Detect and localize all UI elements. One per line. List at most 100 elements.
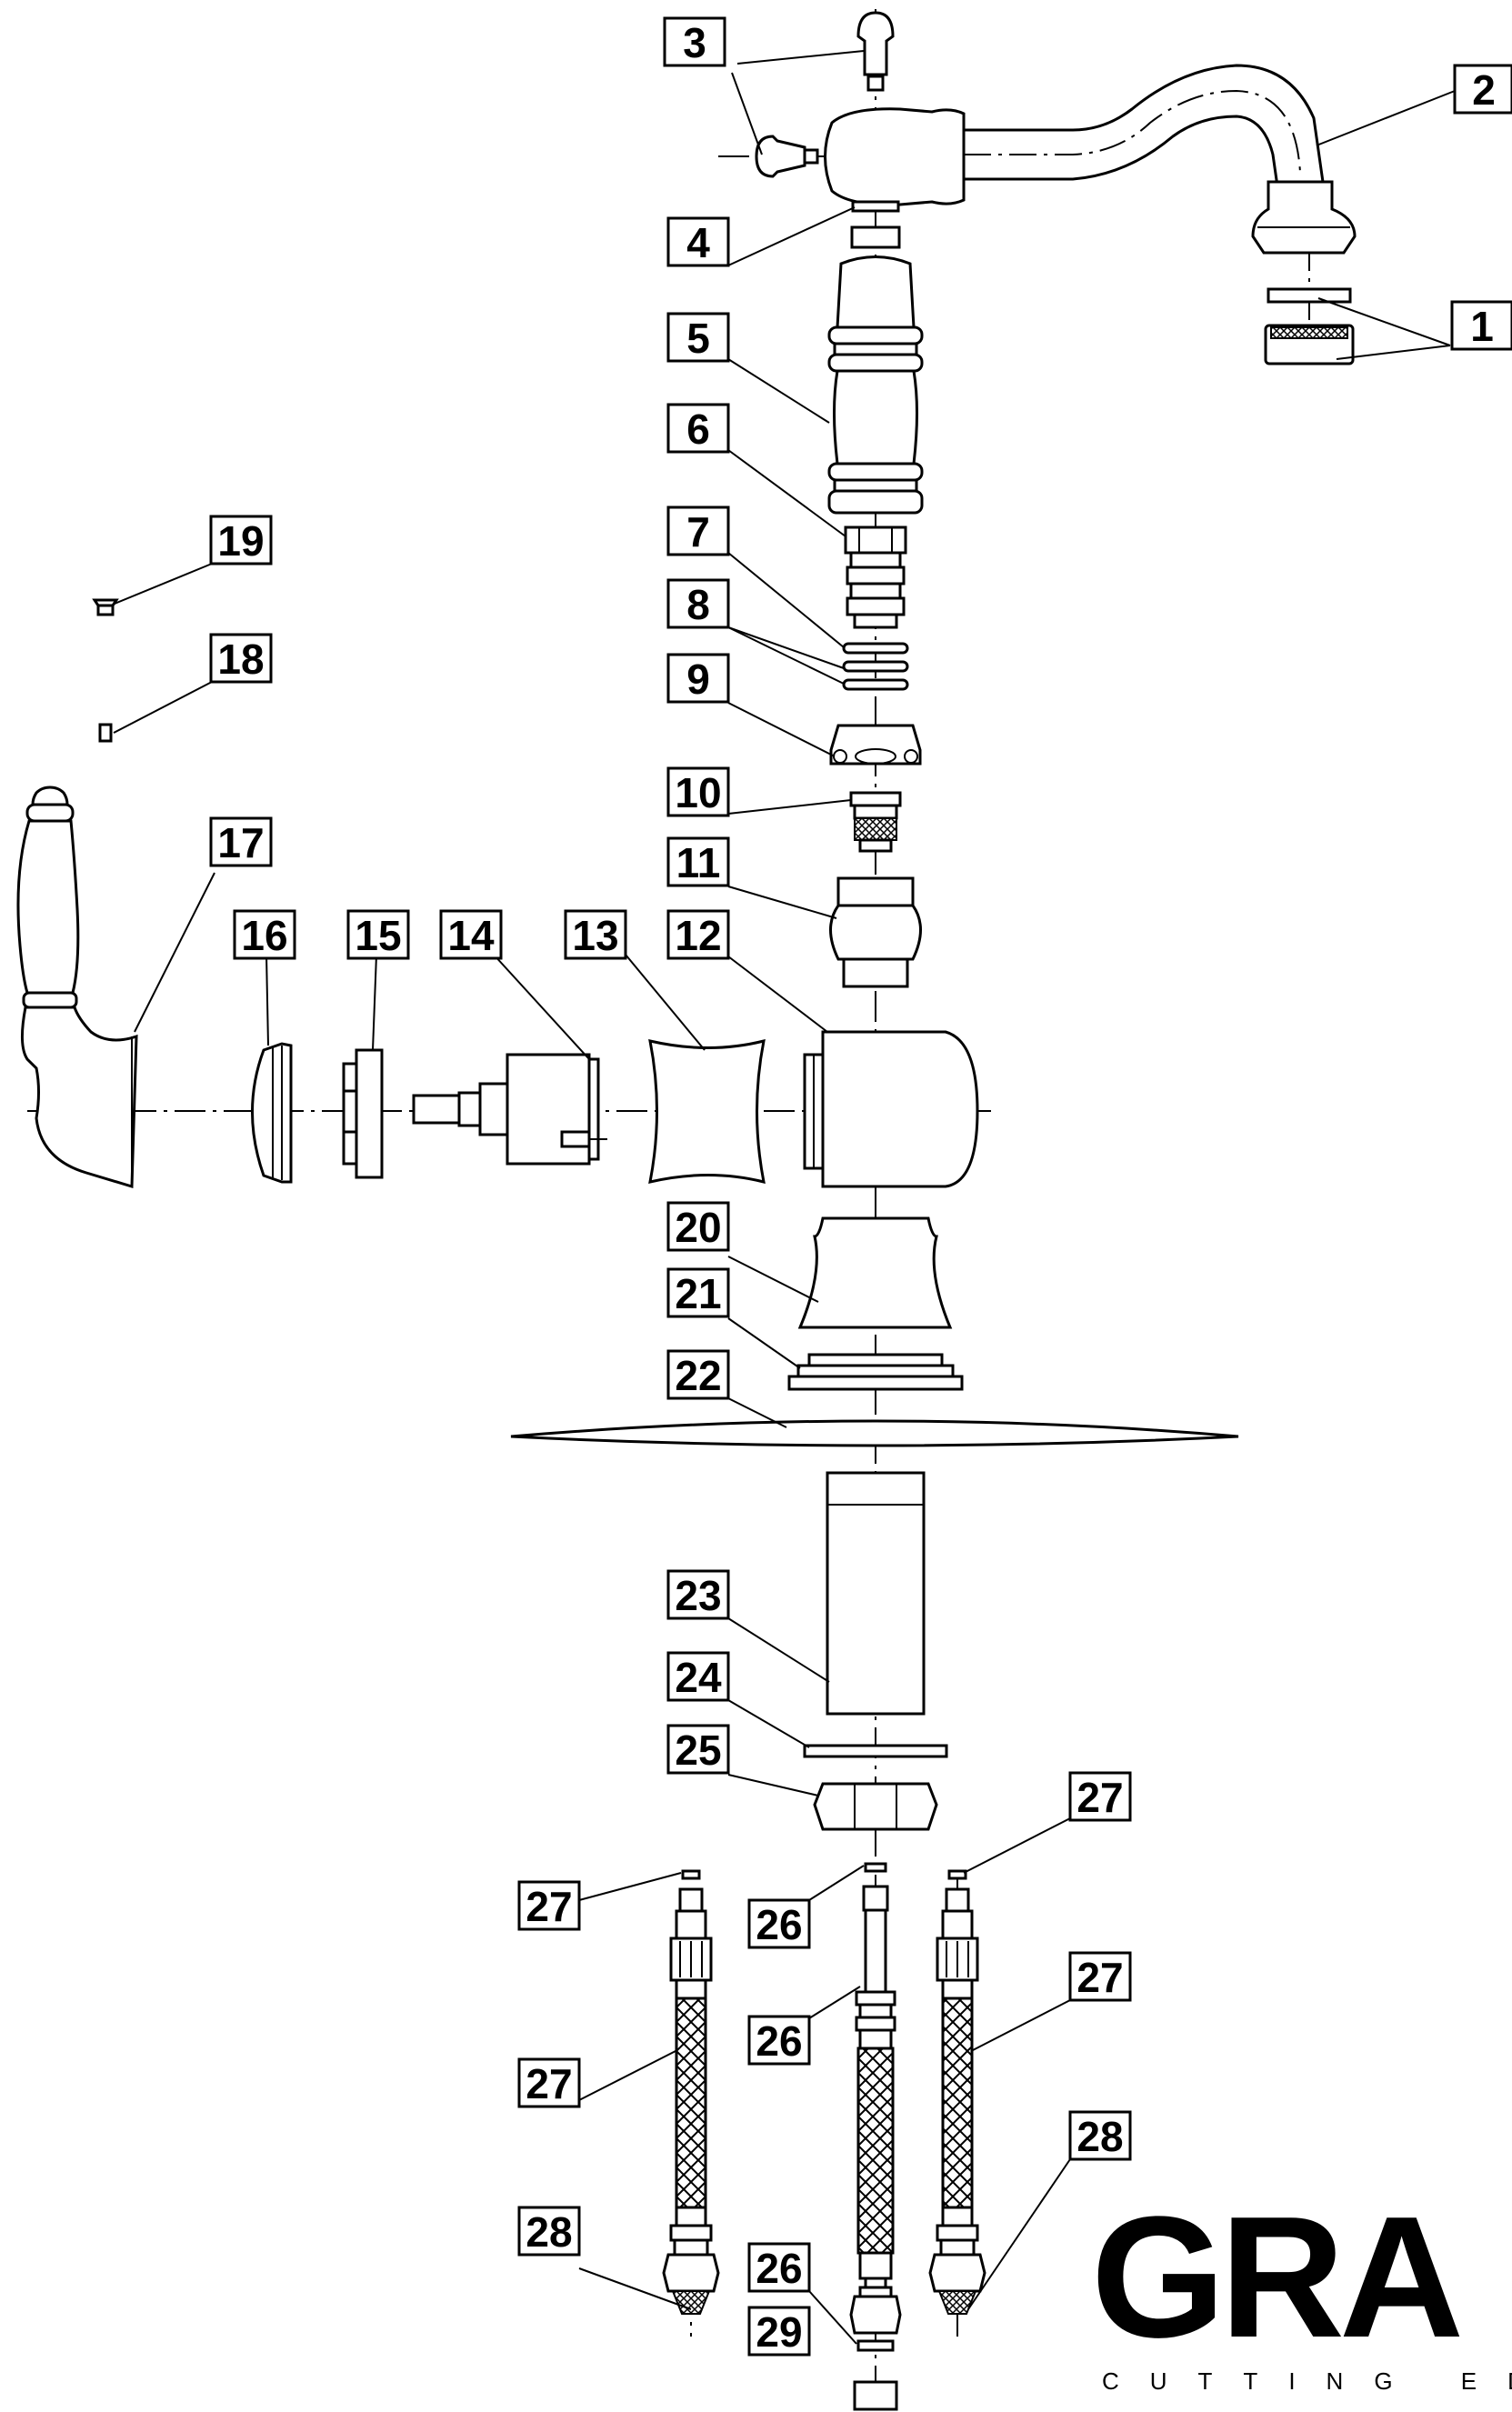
svg-text:29: 29: [756, 2308, 802, 2356]
callout-7: 7: [666, 505, 730, 556]
part-13-sleeve: [648, 1038, 766, 1185]
svg-text:23: 23: [675, 1572, 721, 1619]
svg-text:1: 1: [1470, 303, 1494, 350]
part-16-shroud: [251, 1042, 293, 1184]
svg-text:5: 5: [686, 315, 710, 362]
callout-23: 23: [666, 1569, 730, 1620]
part-23-shank: [826, 1471, 926, 1716]
svg-text:15: 15: [355, 912, 401, 959]
callout-18: 18: [209, 633, 273, 684]
callout-17: 17: [209, 816, 273, 867]
callout-15: 15: [346, 909, 410, 960]
svg-text:3: 3: [683, 19, 706, 66]
brand-logo: GRA CUTTING EDGE: [1091, 2181, 1512, 2395]
svg-text:14: 14: [447, 912, 495, 959]
callout-11: 11: [666, 836, 730, 887]
svg-text:2: 2: [1472, 66, 1496, 114]
svg-text:12: 12: [675, 912, 721, 959]
part-19-index-button: [92, 598, 119, 616]
part-12-body: [803, 1030, 979, 1188]
callout-10: 10: [666, 766, 730, 817]
part-15-bonnet-nut: [342, 1048, 384, 1179]
callout-14: 14: [439, 909, 503, 960]
callout-27-mid-right: 27: [1068, 1951, 1132, 2002]
part-22-deck-plate: [510, 1419, 1239, 1447]
callout-29: 29: [747, 2306, 811, 2357]
svg-text:CUTTING EDGE: CUTTING EDGE: [1102, 2367, 1512, 2395]
center-supply-hose: [849, 1862, 902, 2411]
svg-text:27: 27: [1076, 1774, 1123, 1821]
svg-text:13: 13: [572, 912, 618, 959]
part-1-aerator: [1264, 287, 1355, 365]
callout-26-top: 26: [747, 1898, 811, 1949]
leader-lines: [113, 50, 1456, 2345]
svg-text:21: 21: [675, 1270, 721, 1317]
right-supply-hose: [928, 1869, 986, 2315]
svg-text:26: 26: [756, 2245, 802, 2292]
callout-25: 25: [666, 1724, 730, 1775]
svg-text:19: 19: [217, 517, 264, 565]
callout-13: 13: [564, 909, 627, 960]
svg-text:4: 4: [686, 219, 710, 266]
svg-text:24: 24: [675, 1654, 722, 1701]
svg-text:10: 10: [675, 769, 721, 816]
callout-9: 9: [666, 653, 730, 704]
svg-text:27: 27: [526, 1883, 572, 1930]
part-6-nut: [844, 525, 907, 629]
callout-27-top-right: 27: [1068, 1771, 1132, 1822]
callout-4: 4: [666, 216, 730, 267]
callout-2: 2: [1453, 64, 1512, 115]
part-5-sleeve: [827, 225, 924, 515]
svg-text:6: 6: [686, 405, 710, 453]
svg-text:27: 27: [526, 2060, 572, 2107]
callout-12: 12: [666, 909, 730, 960]
callout-28-right: 28: [1068, 2110, 1132, 2161]
part-18-set-screw: [98, 723, 113, 743]
callout-24: 24: [666, 1651, 730, 1702]
part-7-8-orings: [842, 642, 909, 691]
part-21-base-ring: [787, 1353, 964, 1391]
callout-27-mid-left: 27: [517, 2057, 581, 2108]
svg-text:28: 28: [526, 2208, 572, 2256]
part-4-ring: [851, 200, 900, 213]
svg-text:GRA: GRA: [1091, 2181, 1460, 2374]
part-20-base-sleeve: [797, 1216, 953, 1329]
part-14-cartridge: [412, 1053, 607, 1166]
svg-text:9: 9: [686, 656, 710, 703]
svg-text:18: 18: [217, 636, 264, 683]
callout-22: 22: [666, 1349, 730, 1400]
callout-21: 21: [666, 1267, 730, 1318]
callout-28-left: 28: [517, 2206, 581, 2257]
callout-20: 20: [666, 1201, 730, 1252]
svg-text:20: 20: [675, 1204, 721, 1251]
callout-8: 8: [666, 578, 730, 629]
svg-text:27: 27: [1076, 1954, 1123, 2001]
svg-text:28: 28: [1076, 2113, 1123, 2160]
callout-26-bottom: 26: [747, 2242, 811, 2293]
svg-text:16: 16: [241, 912, 287, 959]
callout-1: 1: [1450, 300, 1512, 351]
callout-5: 5: [666, 312, 730, 363]
part-24-washer: [803, 1744, 948, 1758]
callout-3: 3: [663, 16, 726, 67]
part-2-spout: [824, 64, 1357, 255]
svg-text:11: 11: [676, 839, 721, 886]
part-25-hex-nut: [813, 1782, 938, 1831]
svg-text:26: 26: [756, 1901, 802, 1948]
svg-text:25: 25: [675, 1726, 721, 1774]
callout-16: 16: [233, 909, 296, 960]
svg-text:8: 8: [686, 581, 710, 628]
svg-text:17: 17: [217, 819, 264, 866]
svg-text:7: 7: [686, 508, 710, 555]
part-11-swivel: [829, 876, 922, 988]
svg-text:26: 26: [756, 2017, 802, 2065]
part-17-lever-handle: [16, 786, 138, 1188]
left-supply-hose: [662, 1869, 720, 2315]
svg-text:22: 22: [675, 1352, 721, 1399]
callout-27-top-left: 27: [517, 1880, 581, 1931]
part-9-collar: [829, 724, 922, 766]
callout-26-mid: 26: [747, 2015, 811, 2066]
callout-19: 19: [209, 515, 273, 565]
part-10-check-valve: [849, 791, 902, 853]
